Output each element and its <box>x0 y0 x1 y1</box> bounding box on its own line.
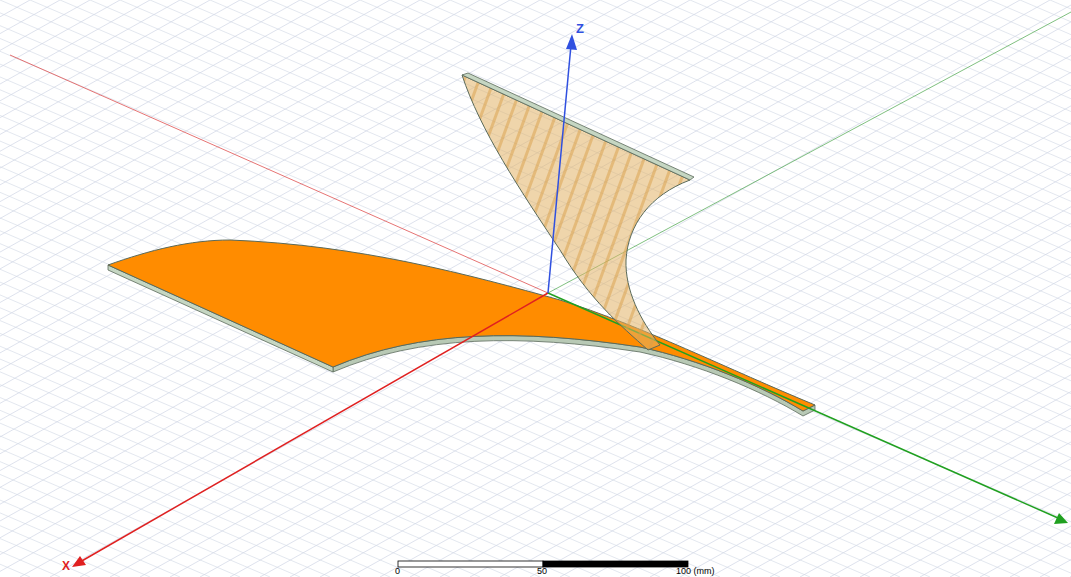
grid-line <box>0 0 990 577</box>
grid-line <box>0 0 60 577</box>
scale-label: 100 (mm) <box>676 567 715 576</box>
grid-line <box>780 0 1071 577</box>
grid-line <box>0 0 870 577</box>
grid-line <box>0 0 990 577</box>
grid-line <box>930 0 1071 577</box>
grid-line <box>840 0 1071 577</box>
x-axis <box>80 293 548 562</box>
grid-line <box>990 0 1071 577</box>
grid-line <box>770 0 1071 577</box>
z-axis <box>548 45 571 293</box>
axis-label: Z <box>576 22 584 35</box>
grid-line <box>1040 0 1071 577</box>
grid-line <box>960 0 1071 577</box>
grid-line <box>1010 0 1071 577</box>
grid-line <box>90 0 1071 577</box>
grid-line <box>890 0 1071 577</box>
grid-line <box>590 0 1071 577</box>
grid-line <box>630 0 1071 577</box>
grid-line <box>0 0 120 577</box>
grid-line <box>600 0 1071 577</box>
scale-bar <box>543 561 688 567</box>
grid-line <box>710 0 1071 577</box>
grid-line <box>0 0 930 577</box>
grid-line <box>750 0 1071 577</box>
grid-line <box>0 0 870 577</box>
z-axis-arrow <box>566 34 577 50</box>
scale-label: 0 <box>395 567 400 576</box>
grid-line <box>660 0 1071 577</box>
grid-line <box>860 0 1071 577</box>
axis-label: X <box>62 560 70 572</box>
grid-line <box>0 0 960 577</box>
grid-line <box>450 0 1071 577</box>
grid-line <box>810 0 1071 577</box>
grid-line <box>0 0 1020 577</box>
grid-line <box>720 0 1071 577</box>
grid-line <box>0 0 60 577</box>
grid-line <box>690 0 1071 577</box>
grid-line <box>740 0 1071 577</box>
scale-bar <box>398 561 543 567</box>
grid-line <box>0 0 840 577</box>
flare-conductor <box>108 240 815 411</box>
grid-line <box>0 0 1020 577</box>
grid-line <box>1020 0 1071 577</box>
grid-line <box>1070 0 1071 577</box>
grid-line <box>0 0 120 577</box>
grid-line <box>60 0 1071 577</box>
grid-line <box>1050 0 1071 577</box>
grid-line <box>620 0 1071 577</box>
fin-conductor <box>462 75 690 350</box>
scale-label: 50 <box>537 567 547 576</box>
grid-line <box>800 0 1071 577</box>
grid-line <box>0 0 930 577</box>
grid-line <box>440 0 1071 577</box>
fin-edge <box>462 73 694 180</box>
grid-line <box>900 0 1071 577</box>
x-axis-arrow <box>72 556 86 567</box>
grid-line <box>470 0 1071 577</box>
y-axis-arrow <box>1054 513 1068 524</box>
grid-line <box>870 0 1071 577</box>
